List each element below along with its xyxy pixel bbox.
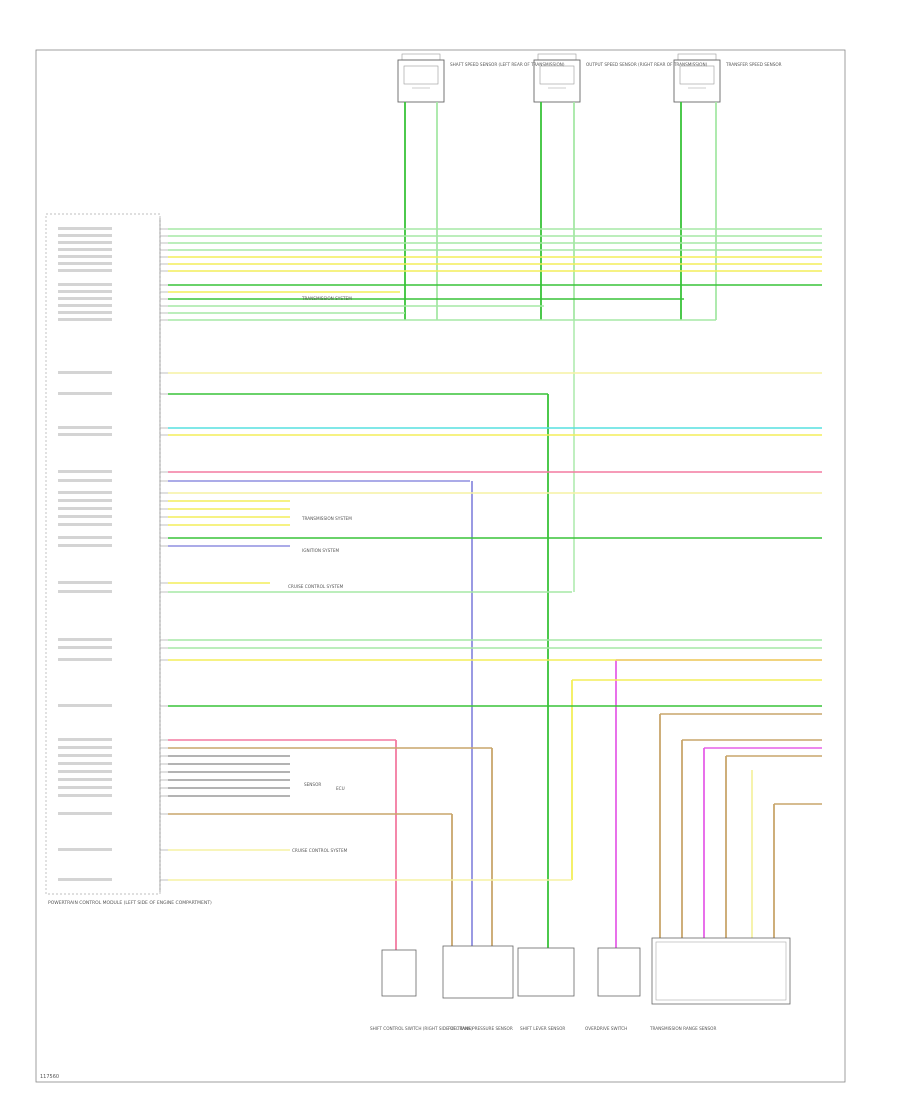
pcm-label: POWERTRAIN CONTROL MODULE (LEFT SIDE OF … (48, 900, 212, 906)
pin-label-placeholder (58, 426, 112, 429)
pin-label-placeholder (58, 658, 112, 661)
powertrain-control-module: POWERTRAIN CONTROL MODULE (LEFT SIDE OF … (45, 213, 212, 906)
pin-label-placeholder (58, 581, 112, 584)
pin-label-placeholder (58, 297, 112, 300)
pin-label-placeholder (58, 738, 112, 741)
pin-label-placeholder (58, 746, 112, 749)
output-speed-sensor: OUTPUT SPEED SENSOR (RIGHT REAR OF TRANS… (533, 53, 708, 103)
pin-label-placeholder (58, 392, 112, 395)
transfer-speed-sensor-label: TRANSFER SPEED SENSOR (725, 62, 782, 67)
pin-label-placeholder (58, 704, 112, 707)
pin-label-placeholder (58, 515, 112, 518)
footer-code: 117560 (40, 1074, 59, 1080)
pin-label-placeholder (58, 248, 112, 251)
pin-label-placeholder (58, 770, 112, 773)
pin-label-placeholder (58, 523, 112, 526)
pin-label-placeholder (58, 491, 112, 494)
pin-label-placeholder (58, 234, 112, 237)
horizontal-wires (58, 227, 822, 881)
fuel-tank-pressure-sensor: FUEL TANK PRESSURE SENSOR (442, 945, 514, 1031)
overdrive-switch-label: OVERDRIVE SWITCH (585, 1026, 627, 1031)
pin-label-placeholder (58, 318, 112, 321)
shift-lever-sensor: SHIFT LEVER SENSOR (517, 947, 575, 1031)
pin-label-placeholder (58, 283, 112, 286)
shaft-speed-sensor: SHAFT SPEED SENSOR (LEFT REAR OF TRANSMI… (397, 53, 565, 103)
shift-control-switch-label: SHIFT CONTROL SWITCH (RIGHT SIDE OF TRAN… (370, 1026, 473, 1031)
note-transmission-system-2: TRANSMISSION SYSTEM (301, 516, 352, 521)
overdrive-switch: OVERDRIVE SWITCH (585, 947, 641, 1031)
pin-label-placeholder (58, 499, 112, 502)
transfer-speed-sensor: TRANSFER SPEED SENSOR (673, 53, 782, 103)
pin-label-placeholder (58, 762, 112, 765)
pin-label-placeholder (58, 646, 112, 649)
pin-label-placeholder (58, 878, 112, 881)
pin-label-placeholder (58, 479, 112, 482)
transmission-range-sensor-label: TRANSMISSION RANGE SENSOR (649, 1026, 716, 1031)
pin-label-placeholder (58, 544, 112, 547)
pin-label-placeholder (58, 304, 112, 307)
note-ecu: ECU (336, 786, 345, 791)
note-ignition-system: IGNITION SYSTEM (302, 548, 339, 553)
pin-label-placeholder (58, 262, 112, 265)
pin-label-placeholder (58, 269, 112, 272)
diagram-frame (35, 49, 846, 1083)
shift-control-switch: SHIFT CONTROL SWITCH (RIGHT SIDE OF TRAN… (370, 949, 473, 1031)
transmission-range-sensor: TRANSMISSION RANGE SENSOR (649, 937, 791, 1031)
pin-label-placeholder (58, 848, 112, 851)
pin-label-placeholder (58, 311, 112, 314)
pin-label-placeholder (58, 470, 112, 473)
pin-label-placeholder (58, 812, 112, 815)
pin-label-placeholder (58, 536, 112, 539)
pin-label-placeholder (58, 433, 112, 436)
pin-label-placeholder (58, 227, 112, 230)
pin-label-placeholder (58, 590, 112, 593)
pin-label-placeholder (58, 371, 112, 374)
pin-label-placeholder (58, 290, 112, 293)
pin-label-placeholder (58, 794, 112, 797)
note-transmission-system-1: TRANSMISSION SYSTEM (301, 296, 352, 301)
shift-lever-sensor-label: SHIFT LEVER SENSOR (520, 1026, 565, 1031)
pin-label-placeholder (58, 778, 112, 781)
pin-label-placeholder (58, 255, 112, 258)
note-cruise-control-2: CRUISE CONTROL SYSTEM (292, 848, 348, 853)
pin-label-placeholder (58, 241, 112, 244)
shaft-speed-sensor-label: SHAFT SPEED SENSOR (LEFT REAR OF TRANSMI… (450, 62, 565, 67)
output-speed-sensor-label: OUTPUT SPEED SENSOR (RIGHT REAR OF TRANS… (586, 62, 708, 67)
pin-label-placeholder (58, 507, 112, 510)
fuel-tank-pressure-sensor-label: FUEL TANK PRESSURE SENSOR (448, 1026, 513, 1031)
note-sensor: SENSOR (304, 782, 321, 787)
pin-label-placeholder (58, 754, 112, 757)
pin-label-placeholder (58, 638, 112, 641)
note-cruise-control-1: CRUISE CONTROL SYSTEM (288, 584, 344, 589)
pin-label-placeholder (58, 786, 112, 789)
